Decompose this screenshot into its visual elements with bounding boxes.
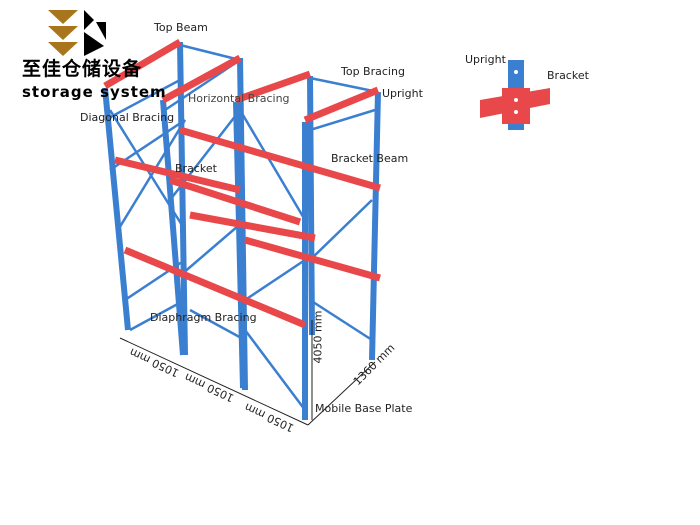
label-horizontal-bracing: Horizontal Bracing [188, 92, 290, 105]
label-upright: Upright [382, 87, 423, 100]
logo-mark [48, 10, 106, 56]
label-diaphragm-bracing: Diaphragm Bracing [150, 311, 257, 324]
beams [103, 38, 381, 329]
logo-chinese-text: 至佳仓储设备 [22, 58, 143, 80]
label-bracket-beam: Bracket Beam [331, 152, 409, 165]
label-inset-bracket: Bracket [547, 69, 589, 82]
label-inset-upright: Upright [465, 53, 506, 66]
label-mobile-base-plate: Mobile Base Plate [315, 402, 413, 415]
label-top-beam: Top Beam [154, 21, 208, 34]
label-top-bracing: Top Bracing [341, 65, 405, 78]
label-bracket: Bracket [175, 162, 217, 175]
label-diagonal-bracing: Diagonal Bracing [80, 111, 175, 124]
logo-english-text: storage system [22, 83, 167, 101]
dimension-height: 4050 mm [311, 310, 325, 364]
inset-bracket [480, 60, 550, 130]
dimension-lines [119, 320, 376, 426]
